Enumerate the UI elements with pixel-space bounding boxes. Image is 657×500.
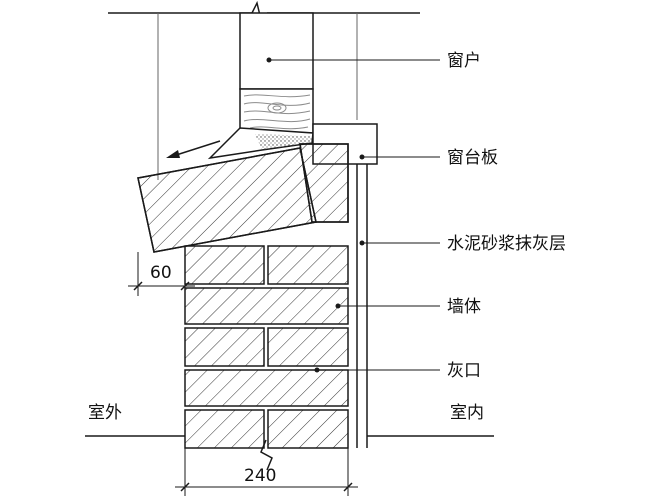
- brick-3: [184, 287, 349, 325]
- brick-4: [184, 327, 265, 367]
- label-plaster: 水泥砂浆抹灰层: [447, 234, 566, 254]
- label-sill-board: 窗台板: [447, 148, 498, 168]
- brick-wall: [184, 245, 349, 449]
- brick-7: [184, 409, 265, 449]
- label-wall: 墙体: [447, 297, 481, 317]
- brick-6: [184, 369, 349, 407]
- wall-thickness-dimension: [175, 448, 358, 496]
- drainage-arrow: [166, 140, 221, 158]
- sloped-sill-brick: [137, 147, 317, 253]
- brick-5: [267, 327, 349, 367]
- label-window: 窗户: [447, 51, 481, 71]
- bottom-break-mark: [260, 439, 273, 471]
- mortar-bedding: [207, 127, 314, 160]
- leader-lines: [266, 57, 440, 373]
- label-indoor: 室内: [450, 403, 484, 423]
- brick-2: [267, 245, 349, 285]
- brick-8: [267, 409, 349, 449]
- projection-dimension: [128, 252, 195, 296]
- label-outdoor: 室外: [88, 403, 122, 423]
- dimension-wall-thickness-text: 240: [244, 466, 276, 486]
- label-mortar-joint: 灰口: [447, 361, 481, 381]
- window-frame: [239, 12, 314, 90]
- brick-1: [184, 245, 265, 285]
- dimension-projection-text: 60: [150, 263, 172, 283]
- wood-block: [239, 88, 314, 134]
